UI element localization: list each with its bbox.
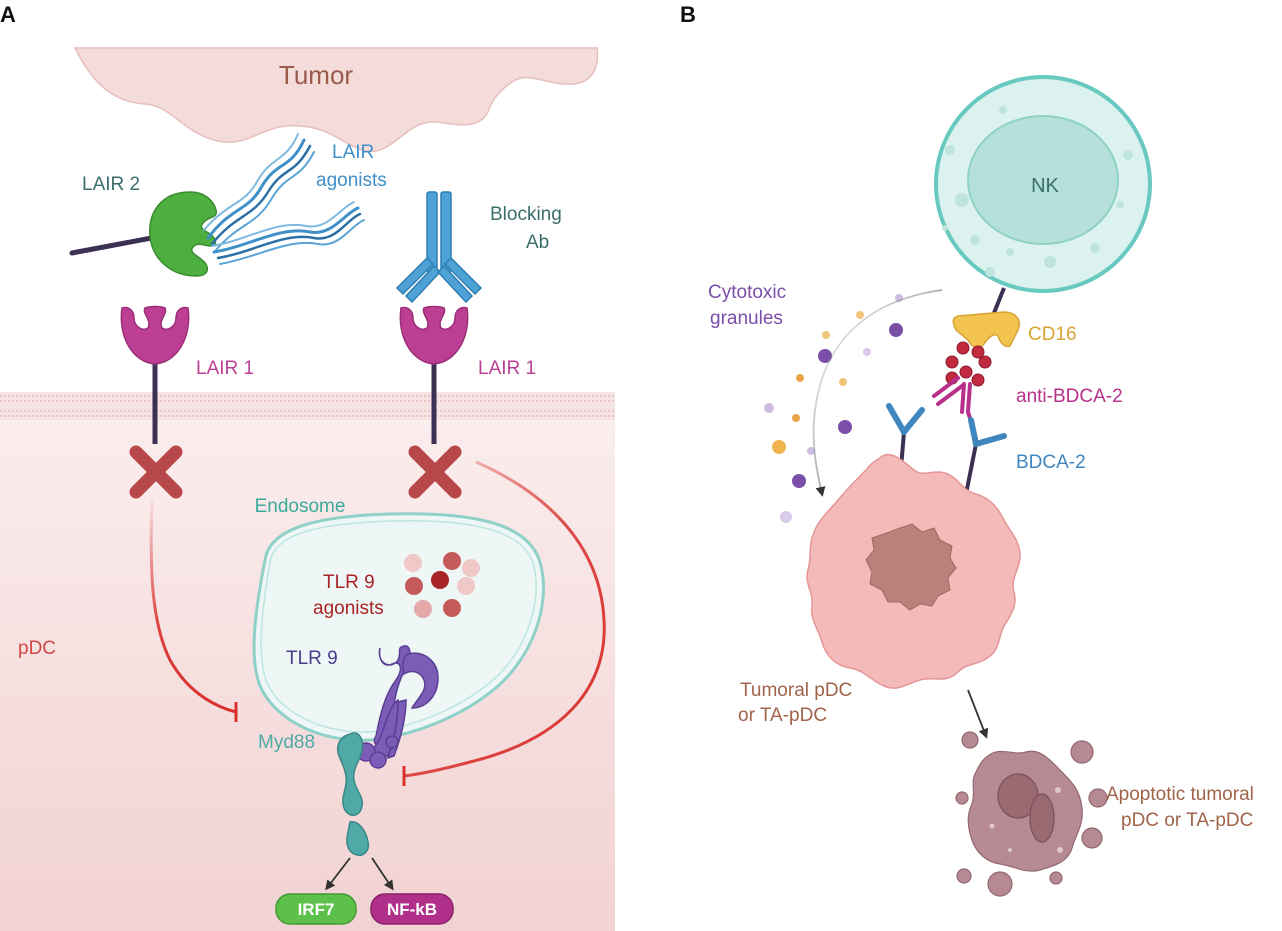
tlr9-agonist-beads	[404, 552, 480, 618]
panel-b: B NK	[680, 2, 1254, 897]
apoptotic-label-line2: pDC or TA-pDC	[1121, 810, 1253, 831]
irf7-label: IRF7	[298, 900, 335, 919]
cytotoxic-granules-label-line2: granules	[710, 308, 783, 329]
lair2-receptor	[69, 191, 218, 277]
cd16-label: CD16	[1028, 324, 1077, 345]
inhibition-left	[149, 499, 238, 722]
irf7-pill: IRF7	[275, 893, 357, 925]
endosome-inner-membrane	[260, 519, 537, 733]
tumoral-pdc-cell	[806, 453, 1021, 689]
tumor-cell	[73, 47, 599, 153]
signal-arrows	[325, 857, 394, 891]
bdca2-receptor-right	[964, 417, 1007, 496]
cytotoxic-granules	[764, 294, 903, 523]
lair-agonists-label-line1: LAIR	[332, 142, 374, 163]
apoptotic-label-line1: Apoptotic tumoral	[1106, 784, 1254, 805]
tlr9-agonists-label-line2: agonists	[313, 598, 384, 619]
blocking-antibody	[395, 191, 483, 304]
nk-cell	[934, 75, 1152, 293]
anti-bdca2-label: anti-BDCA-2	[1016, 386, 1123, 407]
blocking-ab-label-line2: Ab	[526, 232, 549, 253]
anti-bdca2-antibody	[932, 376, 974, 426]
blocking-ab-label-line1: Blocking	[490, 204, 562, 225]
lair2-label: LAIR 2	[82, 174, 140, 195]
tlr9-agonists-label-line1: TLR 9	[323, 572, 375, 593]
nfkb-pill: NF-kB	[370, 893, 454, 925]
nfkb-label: NF-kB	[387, 900, 437, 919]
bdca2-label: BDCA-2	[1016, 452, 1086, 473]
lair1-receptor-left	[120, 305, 190, 499]
tumoral-pdc-label-line1: Tumoral pDC	[740, 680, 852, 701]
myd88-label: Myd88	[258, 732, 315, 753]
apoptosis-arrow	[967, 689, 989, 739]
myd88-adaptor	[336, 732, 370, 856]
apoptotic-pdc-cell	[955, 731, 1108, 897]
tlr9-label: TLR 9	[286, 648, 338, 669]
cd16-receptor	[945, 287, 1020, 387]
endosome-label: Endosome	[255, 496, 346, 517]
tumoral-pdc-label-line2: or TA-pDC	[738, 705, 827, 726]
pdc-membrane	[0, 392, 615, 420]
panel-a: A Tumor LAIR 2	[0, 2, 615, 931]
lair1-right-label: LAIR 1	[478, 358, 536, 379]
tumor-label: Tumor	[279, 60, 353, 90]
lair1-left-label: LAIR 1	[196, 358, 254, 379]
inhibition-right	[402, 460, 606, 786]
tlr9-receptor	[356, 645, 439, 769]
lair-agonists-collagen	[203, 133, 365, 265]
lair-agonists-label-line2: agonists	[316, 170, 387, 191]
panel-b-letter: B	[680, 2, 696, 27]
cytotoxic-granules-label-line1: Cytotoxic	[708, 282, 786, 303]
nk-label: NK	[1031, 175, 1059, 197]
granule-release-arrow	[812, 289, 943, 497]
pdc-label: pDC	[18, 638, 56, 659]
lair1-receptor-right	[399, 305, 469, 499]
panel-a-letter: A	[0, 2, 16, 27]
